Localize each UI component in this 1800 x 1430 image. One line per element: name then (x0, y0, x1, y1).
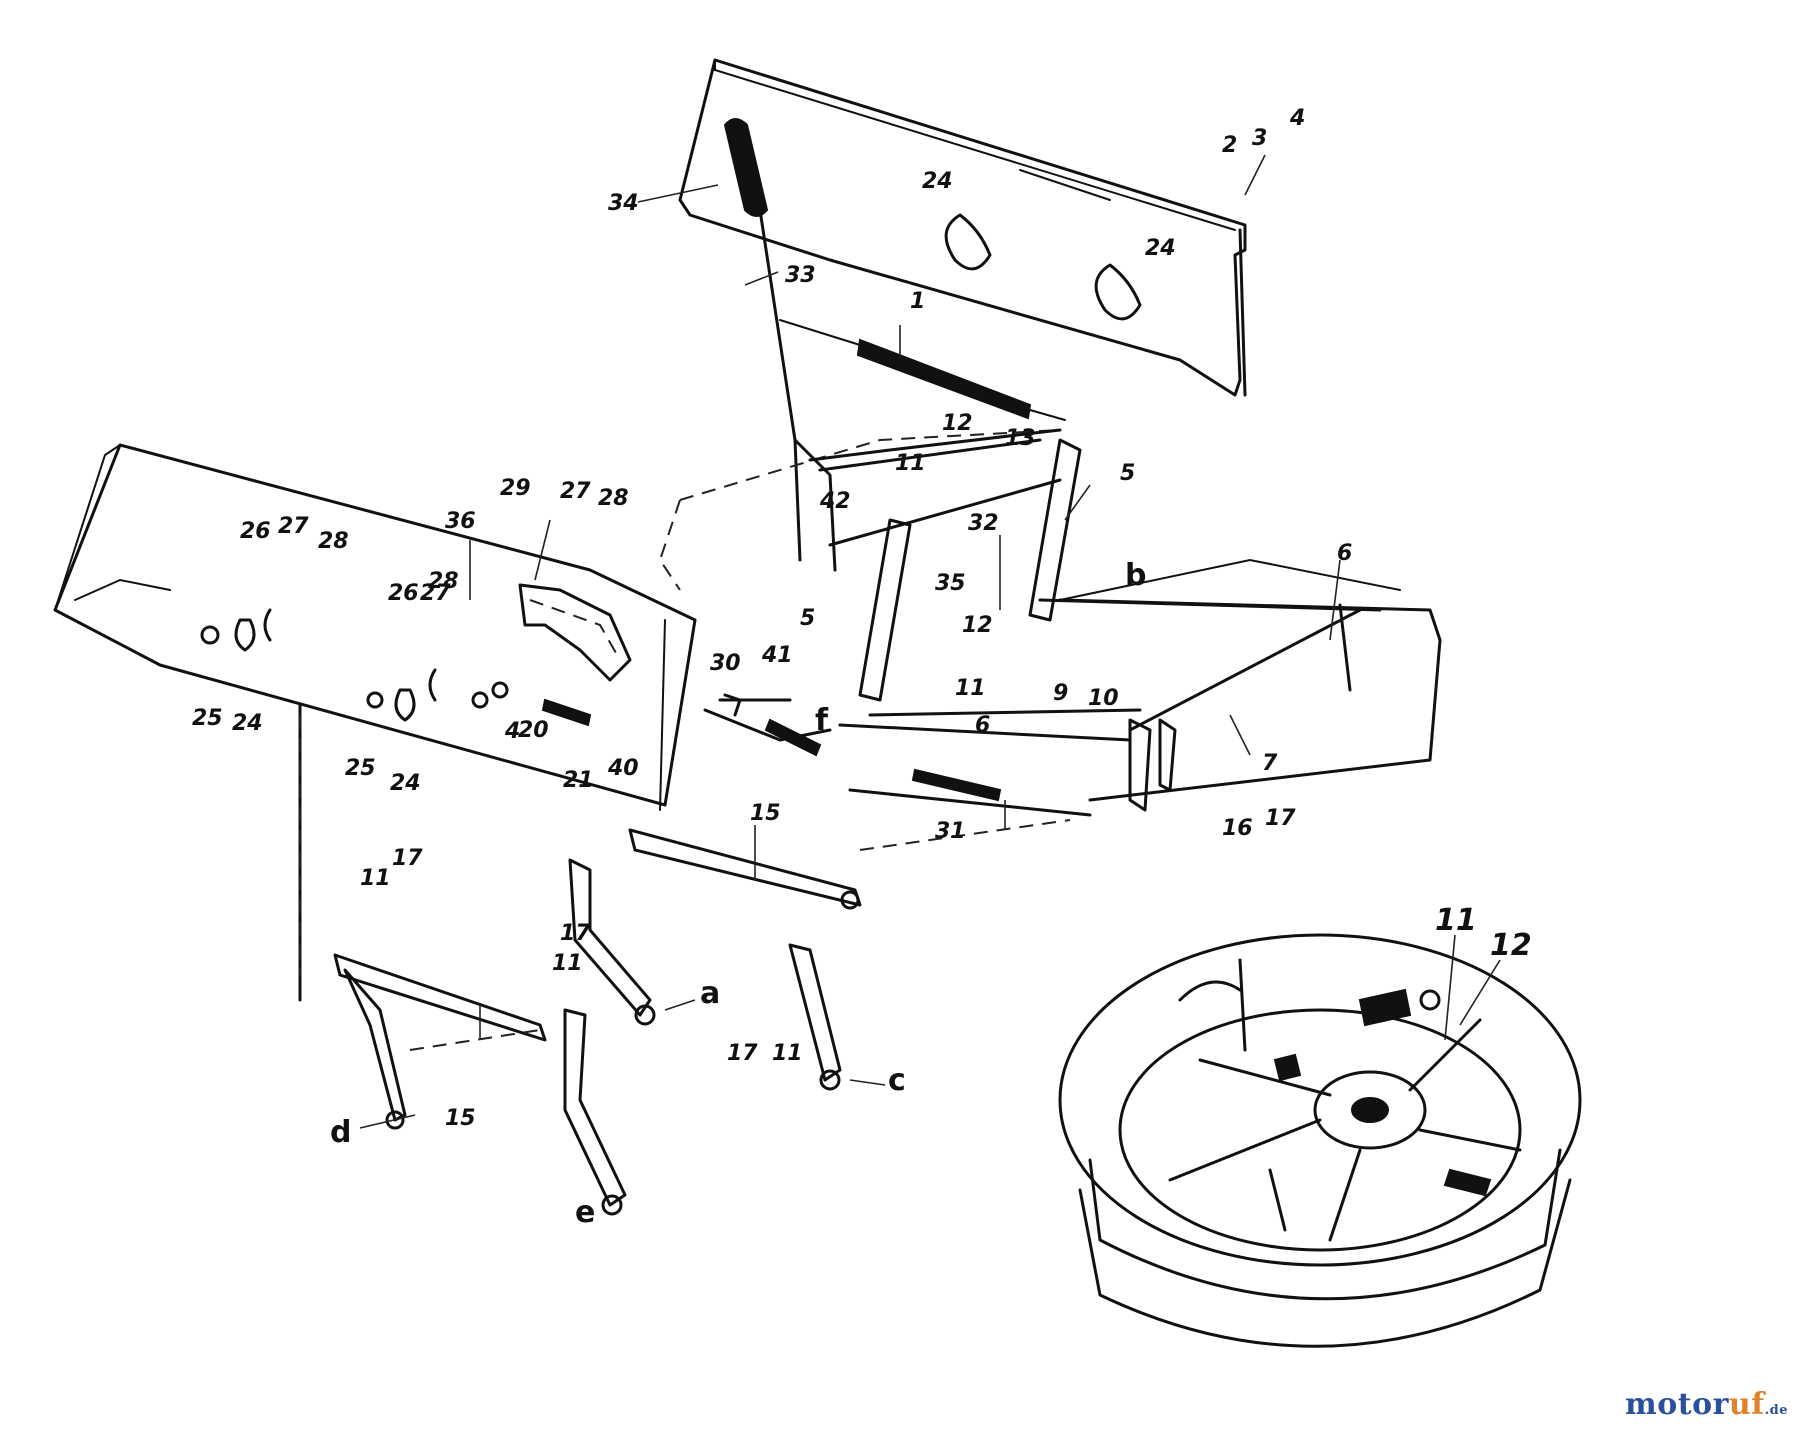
callout-28-c: 28 (428, 569, 459, 594)
callout-25-b: 25 (345, 756, 376, 781)
watermark-part3: .de (1764, 1403, 1788, 1418)
callout-27-b: 27 (560, 479, 591, 504)
letter-d: d (330, 1115, 351, 1150)
callout-21: 21 (563, 768, 594, 793)
letter-f: f (815, 703, 829, 738)
callout-6-lower: 6 (975, 713, 990, 738)
leader-lines (359, 154, 1501, 1129)
letter-a: a (700, 976, 720, 1011)
callout-24-seat-a: 24 (922, 169, 953, 194)
callout-4-left: 4 (504, 719, 520, 744)
callout-4: 4 (1289, 106, 1305, 131)
watermark-part1: motor (1624, 1387, 1729, 1422)
callout-12-b: 12 (962, 613, 993, 638)
callout-11-f: 11 (1435, 903, 1477, 938)
callout-7: 7 (1262, 751, 1278, 776)
callout-17-b: 17 (392, 846, 423, 871)
callout-5-center: 5 (800, 606, 815, 631)
callout-11-a: 11 (895, 451, 926, 476)
callout-26-b: 26 (388, 581, 419, 606)
callout-16: 16 (1222, 816, 1253, 841)
callout-17-a: 17 (1265, 806, 1296, 831)
letter-e: e (575, 1195, 595, 1230)
callout-33: 33 (785, 263, 816, 288)
callout-29: 29 (500, 476, 531, 501)
watermark-part2: uf (1728, 1387, 1765, 1422)
watermark-logo: motoruf.de (1625, 1387, 1788, 1422)
callout-27-a: 27 (278, 514, 309, 539)
callout-5: 5 (1120, 461, 1135, 486)
callout-9: 9 (1053, 681, 1068, 706)
callout-40: 40 (607, 756, 639, 781)
callout-28-a: 28 (318, 529, 349, 554)
callout-12-a: 12 (942, 411, 973, 436)
letter-callouts: a b c d e f (330, 558, 1146, 1230)
callout-17-d: 17 (727, 1041, 758, 1066)
callout-25-a: 25 (192, 706, 223, 731)
callout-labels: 1 2 3 4 4 5 5 6 6 7 9 10 11 11 11 11 11 … (192, 106, 1532, 1131)
callout-34: 34 (608, 191, 639, 216)
callout-11-c: 11 (360, 866, 391, 891)
dashboard-panel (53, 443, 697, 1002)
letter-c: c (888, 1063, 906, 1098)
callout-1: 1 (910, 289, 925, 314)
callout-27-c: 27 (420, 581, 451, 606)
callout-26-a: 26 (240, 519, 271, 544)
callout-11-b: 11 (955, 676, 986, 701)
callout-3: 3 (1252, 126, 1267, 151)
callout-11-e: 11 (772, 1041, 803, 1066)
callout-20: 20 (518, 718, 549, 743)
callout-24-b: 24 (390, 771, 421, 796)
callout-35: 35 (935, 571, 966, 596)
callout-24-seat-b: 24 (1145, 236, 1176, 261)
callout-30: 30 (710, 651, 741, 676)
callout-41: 41 (761, 643, 793, 668)
callout-6: 6 (1337, 541, 1352, 566)
callout-11-d: 11 (552, 951, 583, 976)
spring-1 (779, 319, 1066, 421)
callout-32: 32 (968, 511, 999, 536)
lever-handle (723, 118, 837, 572)
callout-15-a: 15 (750, 801, 781, 826)
callout-42: 42 (819, 489, 851, 514)
callout-2: 2 (1222, 133, 1237, 158)
letter-b: b (1125, 558, 1146, 593)
callout-12-c: 12 (1490, 928, 1532, 963)
callout-17-c: 17 (560, 921, 591, 946)
lower-arms (333, 828, 862, 1216)
callout-15-b: 15 (445, 1106, 476, 1131)
seat-panel (678, 58, 1247, 397)
callout-36: 36 (445, 509, 476, 534)
callout-24-a: 24 (232, 711, 263, 736)
frame-linkage (658, 428, 1442, 851)
pulley-housing (1058, 933, 1582, 1348)
callout-31: 31 (935, 819, 966, 844)
callout-13: 13 (1005, 426, 1036, 451)
callout-10: 10 (1088, 686, 1119, 711)
callout-28-b: 28 (598, 486, 629, 511)
